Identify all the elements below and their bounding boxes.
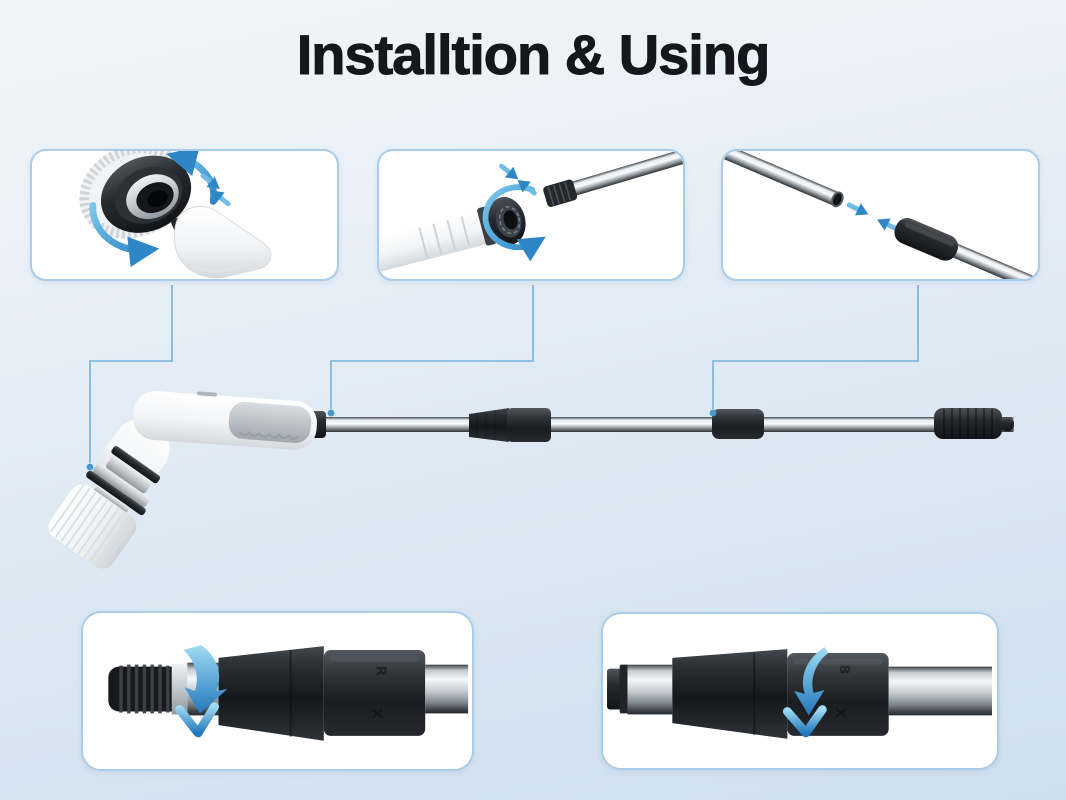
callout-line-1 — [89, 285, 173, 463]
page-title: Installtion & Using — [296, 23, 771, 87]
panel-locking-collar-right: 8 X — [601, 612, 999, 770]
pole-right — [425, 664, 469, 714]
locking-collar-right-art: 8 X — [607, 647, 993, 739]
embossed-mark-2: X — [832, 708, 848, 719]
brush-mount — [86, 446, 161, 516]
embossed-mark-1: 8 — [836, 665, 852, 674]
twist-arrow-chevron — [175, 702, 219, 738]
pole-end-tip — [607, 668, 622, 710]
twist-arrow — [794, 647, 829, 716]
pole-section-b — [894, 218, 1038, 279]
handle-lower-arm — [96, 419, 170, 499]
panel-pole-extension — [721, 149, 1040, 281]
handle-attachment-art — [379, 151, 683, 277]
embossed-mark-1: R — [372, 666, 388, 677]
pole-section-a — [723, 151, 844, 208]
handle-arm — [379, 196, 526, 277]
pole-connector-2 — [712, 409, 764, 439]
pole-ferrule — [301, 411, 326, 438]
twist-arrow — [183, 645, 228, 714]
screw-rotate-arrow — [482, 184, 546, 262]
callout-line-3 — [712, 285, 919, 409]
callout-dot-2 — [327, 409, 335, 417]
rotate-arrow-bottom — [89, 201, 160, 268]
pole-connector-1 — [469, 408, 551, 442]
callout-dot-3 — [709, 409, 717, 417]
telescopic-pole — [301, 408, 1014, 442]
panel-handle-attachment — [377, 149, 685, 281]
threaded-tip — [108, 664, 174, 714]
brush-head — [48, 484, 137, 569]
handle-top-slot — [197, 391, 217, 397]
embossed-mark-2: X — [369, 709, 385, 720]
pole-extension-art — [723, 151, 1038, 279]
collar-ring — [171, 663, 188, 715]
panel-brush-attachment — [30, 149, 339, 281]
brush-attachment-art — [79, 151, 272, 279]
handle-grip — [228, 401, 312, 444]
cone-coupler — [218, 646, 324, 741]
panel-locking-collar-left: R X — [81, 611, 474, 771]
pole-threaded-end — [543, 151, 683, 207]
pole-left — [627, 664, 673, 715]
pole-right — [888, 666, 993, 716]
join-arrow-a — [846, 199, 871, 221]
locking-collar-left-art: R X — [108, 645, 469, 741]
callout-dot-1 — [86, 463, 94, 471]
pole-end-grip — [934, 408, 1014, 439]
handle-upper-arm — [132, 391, 317, 450]
motor-unit — [173, 205, 272, 279]
cone-coupler — [672, 649, 788, 739]
scrubber-handle — [96, 391, 317, 499]
twist-arrow-chevron — [782, 705, 827, 738]
coupler-cylinder — [323, 650, 426, 736]
callout-line-2 — [330, 285, 534, 409]
